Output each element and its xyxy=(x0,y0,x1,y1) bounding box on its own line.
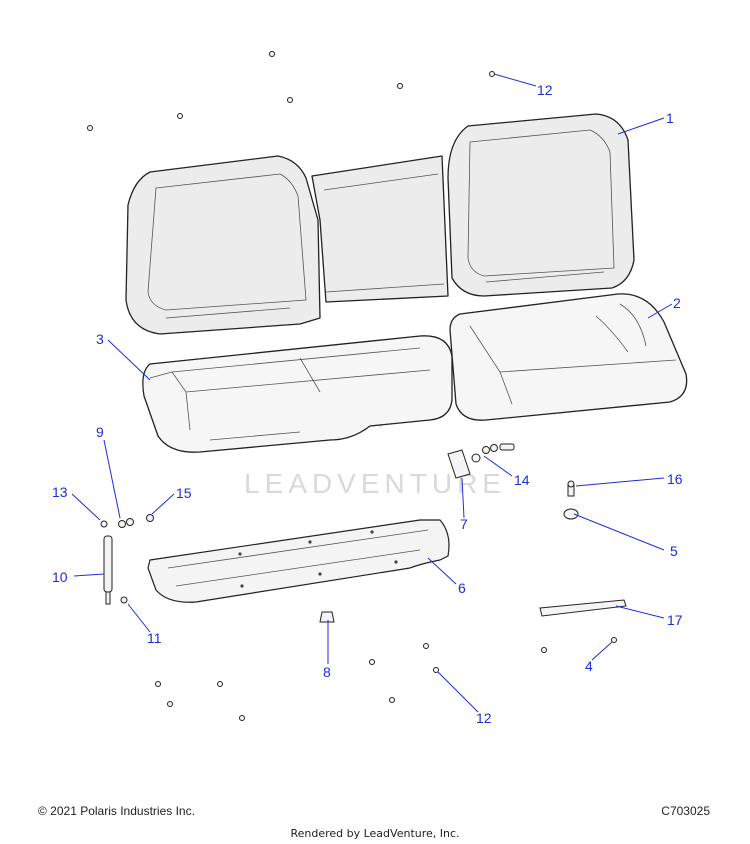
callout-1: 1 xyxy=(666,110,674,126)
copyright-text: © 2021 Polaris Industries Inc. xyxy=(38,804,195,818)
callout-8: 8 xyxy=(323,664,331,680)
callout-15: 15 xyxy=(176,485,192,501)
seat-frame xyxy=(147,519,450,603)
callout-10: 10 xyxy=(52,569,68,585)
callout-2: 2 xyxy=(673,295,681,311)
spacer-washers xyxy=(118,518,134,528)
callout-12-top: 12 xyxy=(537,82,553,98)
callouts: 1 2 3 4 5 6 7 8 9 10 11 12 12 13 14 15 1… xyxy=(52,82,683,726)
callout-6: 6 xyxy=(458,580,466,596)
bolt-13 xyxy=(100,520,108,528)
gas-strut xyxy=(103,535,113,605)
callout-5: 5 xyxy=(670,543,678,559)
nut xyxy=(563,508,579,520)
strap-plate xyxy=(539,599,627,617)
callout-16: 16 xyxy=(667,471,683,487)
callout-17: 17 xyxy=(667,612,683,628)
seat-base-left xyxy=(142,335,453,453)
bushing-15 xyxy=(146,514,154,522)
diagram-code: C703025 xyxy=(661,804,710,818)
callout-13: 13 xyxy=(52,484,68,500)
bolt-set xyxy=(482,443,515,454)
stud xyxy=(567,480,575,497)
callout-14: 14 xyxy=(514,472,530,488)
screws xyxy=(87,51,617,721)
bumper-8 xyxy=(319,611,335,623)
callout-12-bottom: 12 xyxy=(476,710,492,726)
hinge-bracket xyxy=(447,449,481,479)
callout-7: 7 xyxy=(460,516,468,532)
bolt-11 xyxy=(120,596,128,604)
callout-9: 9 xyxy=(96,424,104,440)
leader-lines xyxy=(71,73,673,713)
callout-4: 4 xyxy=(585,658,593,674)
callout-3: 3 xyxy=(96,331,104,347)
callout-11: 11 xyxy=(147,630,162,646)
rendered-by-text: Rendered by LeadVenture, Inc. xyxy=(290,827,460,840)
seat-base-right xyxy=(449,293,688,421)
seat-back xyxy=(125,113,635,335)
